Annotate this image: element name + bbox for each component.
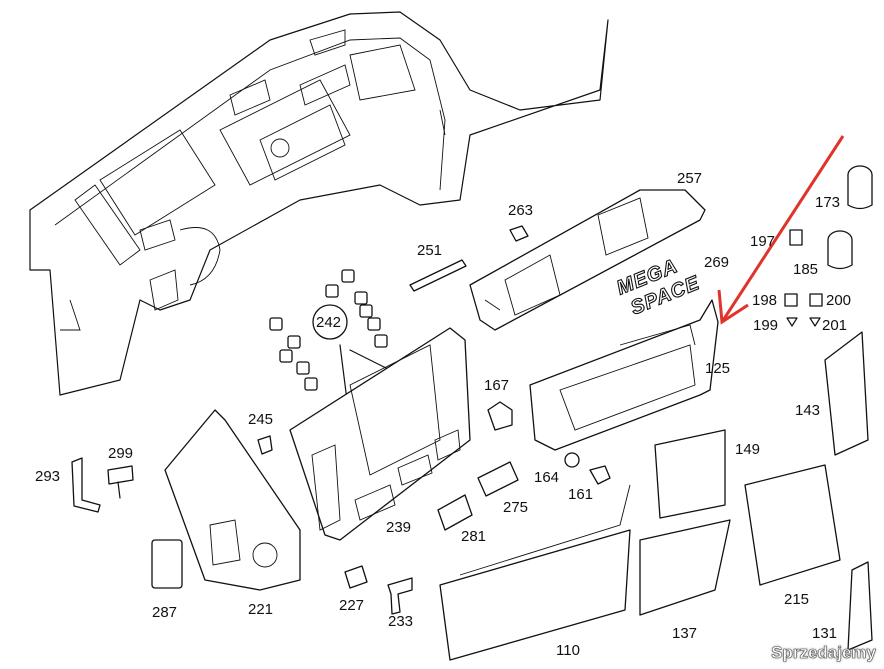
part-281-bezel [437, 494, 473, 531]
label-269: 269 [704, 254, 730, 271]
label-110: 110 [556, 642, 580, 659]
label-149: 149 [735, 441, 761, 458]
part-275-module [477, 461, 519, 497]
label-199: 199 [753, 317, 779, 334]
label-167: 167 [484, 377, 510, 394]
dashboard-outline [29, 11, 609, 396]
part-239-panel [289, 327, 471, 541]
label-143: 143 [795, 402, 821, 419]
part-263-clip [509, 225, 529, 242]
part-110-tray [439, 484, 631, 661]
small-parts-right [784, 165, 873, 327]
label-221: 221 [248, 601, 274, 618]
part-161-screw [589, 465, 611, 485]
label-131: 131 [812, 625, 838, 642]
label-293: 293 [35, 468, 61, 485]
part-125-console [529, 299, 719, 451]
part-245-pin [257, 435, 273, 455]
watermark: Sprzedajemy [771, 643, 876, 663]
part-233-fastener [387, 577, 413, 615]
label-197: 197 [750, 233, 776, 250]
part-137 [639, 519, 731, 616]
part-221-side-trim [164, 409, 301, 591]
label-242: 242 [316, 314, 342, 331]
label-245: 245 [248, 411, 274, 428]
part-167-clip [487, 401, 513, 431]
part-299-bolt [107, 465, 134, 499]
label-227: 227 [339, 597, 365, 614]
label-164: 164 [534, 469, 560, 486]
part-149-box [654, 429, 726, 519]
part-287-pad [151, 539, 183, 589]
label-287: 287 [152, 604, 178, 621]
label-275: 275 [503, 499, 529, 516]
part-131 [847, 561, 873, 651]
red-arrow [717, 135, 845, 325]
label-201: 201 [822, 317, 848, 334]
label-198: 198 [752, 292, 778, 309]
label-251: 251 [417, 242, 443, 259]
label-233: 233 [388, 613, 414, 630]
label-185: 185 [793, 261, 819, 278]
part-164-washer [564, 452, 580, 468]
label-281: 281 [461, 528, 487, 545]
part-257-trim [469, 189, 706, 331]
label-137: 137 [672, 625, 698, 642]
label-263: 263 [508, 202, 534, 219]
part-227-fastener [344, 565, 368, 589]
label-299: 299 [108, 445, 134, 462]
part-251-strip [409, 259, 467, 292]
label-161: 161 [568, 486, 594, 503]
label-125: 125 [705, 360, 731, 377]
part-293-bracket [71, 457, 101, 513]
label-215: 215 [784, 591, 810, 608]
label-200: 200 [826, 292, 852, 309]
label-173: 173 [815, 194, 841, 211]
part-143 [824, 331, 869, 456]
part-215-box [744, 464, 841, 586]
label-239: 239 [386, 519, 412, 536]
label-257: 257 [677, 170, 703, 187]
